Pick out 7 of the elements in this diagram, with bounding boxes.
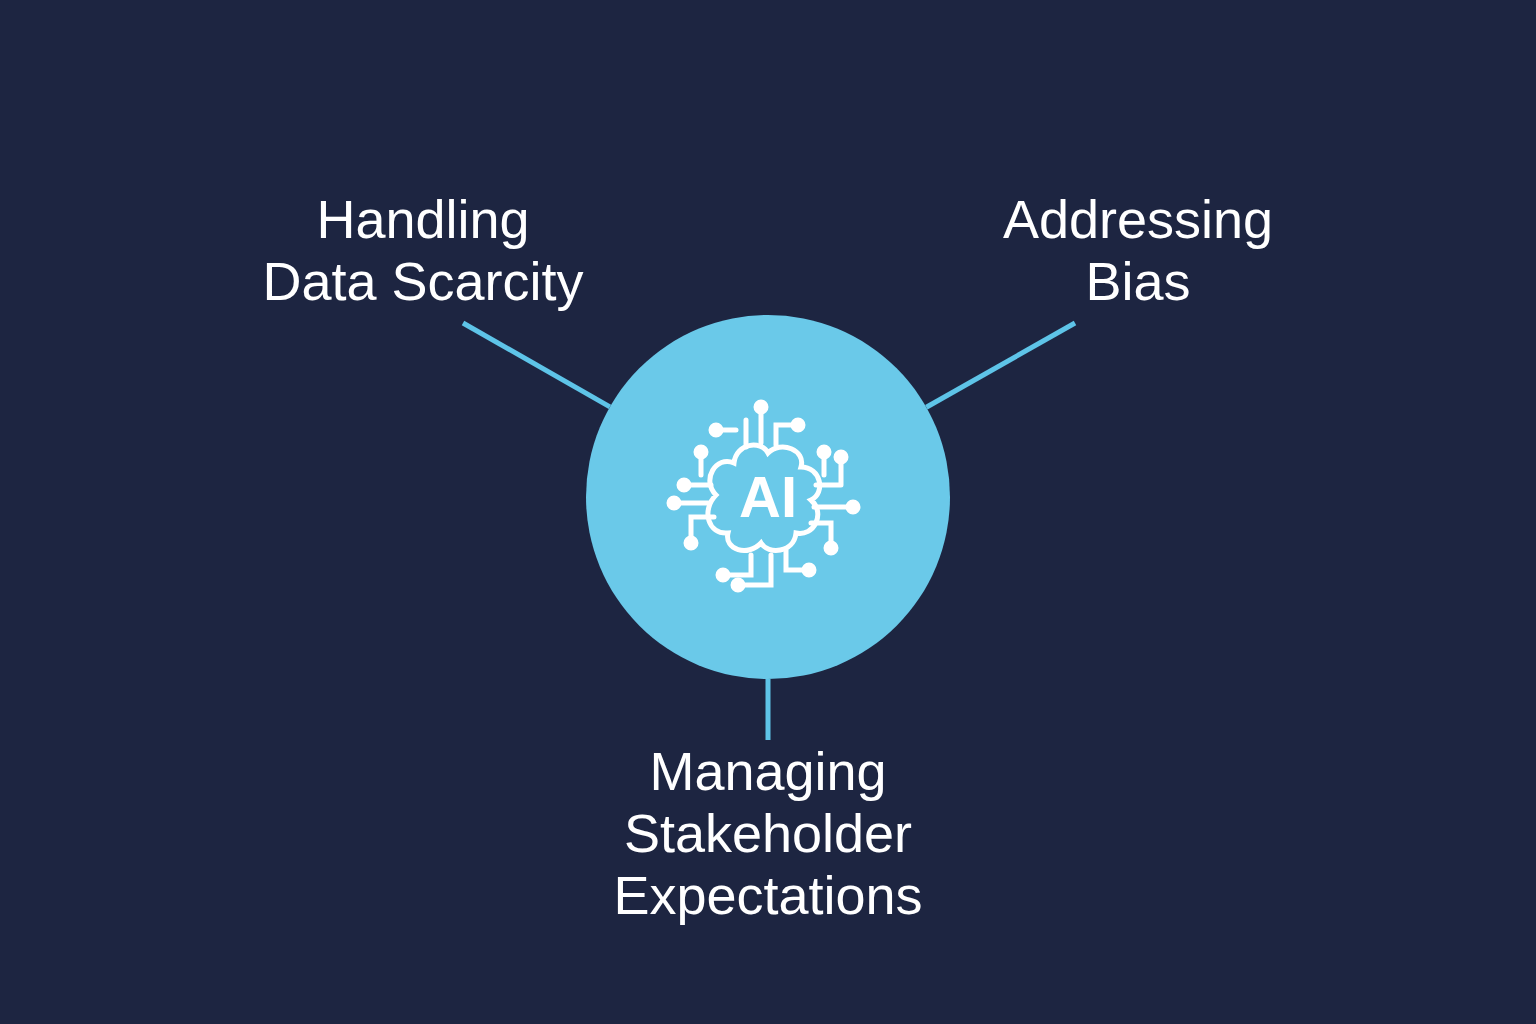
topic-label: Handling Data Scarcity <box>255 188 591 312</box>
node-label: AI <box>739 468 797 526</box>
connector-line <box>461 320 612 409</box>
topic-label: Managing Stakeholder Expectations <box>548 740 988 926</box>
topic-label: Addressing Bias <box>978 188 1298 312</box>
connector-line <box>765 679 771 740</box>
connector-line <box>925 320 1077 410</box>
